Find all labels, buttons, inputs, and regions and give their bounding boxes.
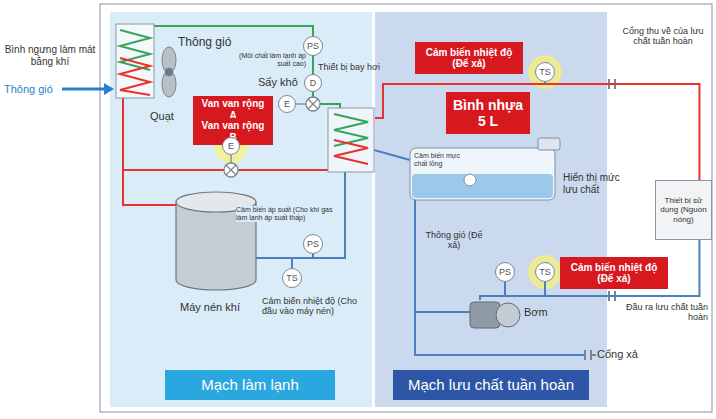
node-text: TS xyxy=(539,267,551,277)
blue-pipe xyxy=(544,82,546,84)
part-label: Bơm xyxy=(524,306,554,319)
node-text: TS xyxy=(539,67,551,77)
tank xyxy=(410,148,555,200)
part-label: Đầu ra lưu chất tuần hoàn xyxy=(618,302,708,323)
sensor-symbol: D xyxy=(304,74,322,92)
fan xyxy=(162,47,176,97)
tank xyxy=(538,138,560,150)
circuit-panel: Mạch lưu chất tuần hoàn Cảm biến nhiệt độ… xyxy=(375,12,607,407)
green-pipe xyxy=(150,26,340,110)
node-text: Thiết bị sử dụng (Nguồn nóng) xyxy=(658,196,709,224)
expansion-valve xyxy=(296,103,306,104)
evaporator xyxy=(328,108,374,172)
blue-pipe xyxy=(544,282,546,296)
red-pipe xyxy=(123,84,607,205)
sensor-symbol: E xyxy=(222,137,240,155)
port xyxy=(585,350,591,360)
port xyxy=(591,354,596,356)
sensor-symbol: TS xyxy=(535,262,555,282)
green-pipe xyxy=(150,26,340,110)
part-label: Cảm biến nhiệt độ (Cho đầu vào máy nén) xyxy=(262,296,370,317)
highlight-glow xyxy=(214,129,248,163)
tank xyxy=(410,138,560,200)
condenser-coil xyxy=(120,58,150,95)
expansion-valve xyxy=(224,163,238,177)
blue-pipe xyxy=(415,311,470,313)
expansion-valve xyxy=(308,99,318,109)
node-text: PS xyxy=(499,267,511,277)
blue-pipe xyxy=(291,258,293,268)
callout-box: Cảm biến nhiệt độ (Để xả) xyxy=(415,42,523,74)
tank xyxy=(412,174,553,198)
node-text: E xyxy=(228,141,234,151)
sensor-symbol: PS xyxy=(495,262,515,282)
node-text: D xyxy=(310,78,317,88)
part-label: Quạt xyxy=(150,110,182,123)
condenser-coil xyxy=(116,24,154,98)
device-box: Thiết bị sử dụng (Nguồn nóng) xyxy=(655,180,712,240)
expansion-valve xyxy=(226,165,236,175)
circuit-band: Mạch lưu chất tuần hoàn xyxy=(393,370,589,400)
part-label: Cổng xả xyxy=(597,348,647,361)
expansion-valve xyxy=(224,97,320,177)
sensor-symbol: TS xyxy=(282,268,302,288)
outer-frame xyxy=(100,4,712,412)
part-label: Thông gió xyxy=(4,83,60,96)
condenser-coil xyxy=(116,24,154,98)
part-label: Thông gió (Để xả) xyxy=(424,230,484,251)
pump xyxy=(470,302,520,328)
node-text: Cảm biến nhiệt độ (Để xả) xyxy=(564,262,664,285)
pipe-connector xyxy=(607,240,699,296)
part-label: Cảm biến mực chất lỏng xyxy=(414,152,464,168)
part-label: Cổng thu về của lưu chất tuần hoàn xyxy=(614,26,712,47)
expansion-valve xyxy=(306,97,320,111)
part-label: Sấy khô xyxy=(258,76,302,89)
evaporator xyxy=(328,108,374,172)
part-label: Bình ngưng làm mát bằng khí xyxy=(4,44,96,67)
tank xyxy=(464,174,476,186)
sensor-symbol: TS xyxy=(535,62,555,82)
callout-box: Bình nhựa 5 L xyxy=(446,92,530,134)
blue-pipe xyxy=(504,282,506,296)
highlight-glow xyxy=(214,55,562,289)
node-text: Bình nhựa 5 L xyxy=(450,97,526,129)
red-pipe xyxy=(375,84,607,118)
blue-pipe xyxy=(415,198,585,355)
part-label: Hiển thị mức lưu chất xyxy=(563,172,625,195)
sensor-symbol: E xyxy=(278,95,296,113)
fan xyxy=(165,68,173,76)
port xyxy=(585,79,615,360)
airflow-arrow xyxy=(62,88,106,91)
node-text: Máy nén khí xyxy=(180,301,240,313)
sensor-symbol: PS xyxy=(303,36,323,56)
node-text: TS xyxy=(286,273,298,283)
part-label: Cảm biến áp suất (Cho khí gas làm lạnh á… xyxy=(236,206,336,222)
part-label: Thông gió xyxy=(178,36,248,50)
sensor-symbol: PS xyxy=(303,234,323,254)
node-text: Cảm biến nhiệt độ (Để xả) xyxy=(419,47,519,70)
expansion-valve xyxy=(224,163,238,177)
airflow-arrow-head xyxy=(104,83,114,95)
expansion-valve xyxy=(306,97,320,111)
expansion-valve xyxy=(230,155,231,163)
part-label: Thiết bị bay hơi xyxy=(318,62,396,72)
node-text: E xyxy=(284,99,290,109)
blue-pipe xyxy=(312,254,314,258)
callout-box: Cảm biến nhiệt độ (Để xả) xyxy=(560,257,668,289)
pipe-connector xyxy=(607,84,699,180)
evaporator xyxy=(334,140,368,164)
blue-pipe xyxy=(480,296,607,300)
pump xyxy=(496,303,520,327)
part-label: (Môi chất làm lạnh áp suất cao) xyxy=(234,52,306,68)
node-text: PS xyxy=(307,239,319,249)
circuit-band: Mạch làm lạnh xyxy=(165,370,335,400)
blue-pipe xyxy=(374,150,410,160)
node-text: PS xyxy=(307,41,319,51)
